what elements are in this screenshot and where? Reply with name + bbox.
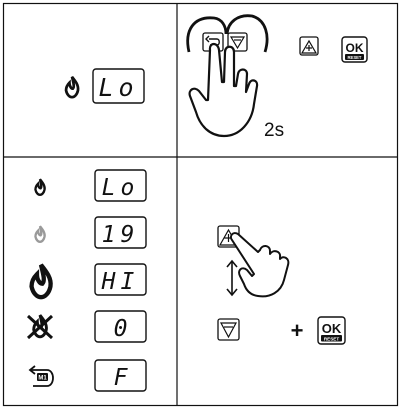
- minus-button[interactable]: [218, 319, 239, 340]
- display-row: HI: [95, 264, 146, 295]
- display-row: Lo: [95, 170, 146, 201]
- display-row: 0: [95, 311, 146, 342]
- flame-gray-icon: [35, 226, 44, 242]
- flame-off-icon: [28, 315, 52, 338]
- grid-frame: [4, 4, 398, 406]
- display-text: 19: [102, 222, 140, 248]
- display-row: 19: [95, 217, 146, 248]
- ok-label-top: OK: [346, 41, 364, 55]
- lo-display-text: Lo: [98, 73, 138, 102]
- hold-time-label: 2s: [264, 120, 284, 141]
- m1-badge: M1: [38, 376, 47, 382]
- plus-button-top[interactable]: [300, 37, 318, 55]
- flame-icon: [35, 179, 44, 195]
- ok-label: OK: [322, 321, 342, 336]
- ok-reset-button[interactable]: OK RESET: [318, 317, 345, 344]
- lo-display: Lo: [93, 69, 144, 103]
- display-text: Lo: [102, 175, 140, 201]
- return-m1-icon: M1: [30, 366, 53, 386]
- top-left-panel: Lo: [66, 69, 144, 103]
- top-right-panel: OK RESET 2s: [188, 16, 367, 141]
- ok-reset-button-top[interactable]: OK RESET: [342, 37, 367, 62]
- pointing-hand-icon: [231, 233, 288, 296]
- two-finger-hand-icon: [190, 44, 257, 136]
- display-text: F: [114, 365, 129, 391]
- display-text: HI: [101, 269, 140, 295]
- flame-icon: [66, 77, 78, 97]
- bottom-left-panel: M1 Lo 19 HI 0 F: [28, 170, 146, 391]
- flame-large-icon: [32, 265, 51, 297]
- bottom-right-panel: + OK RESET: [218, 226, 345, 344]
- display-text: 0: [114, 316, 128, 342]
- reset-label-top: RESET: [348, 55, 362, 60]
- up-down-arrow-icon: [227, 261, 237, 295]
- reset-label: RESET: [324, 336, 340, 341]
- plus-sign: +: [291, 318, 304, 343]
- display-row: F: [95, 360, 146, 391]
